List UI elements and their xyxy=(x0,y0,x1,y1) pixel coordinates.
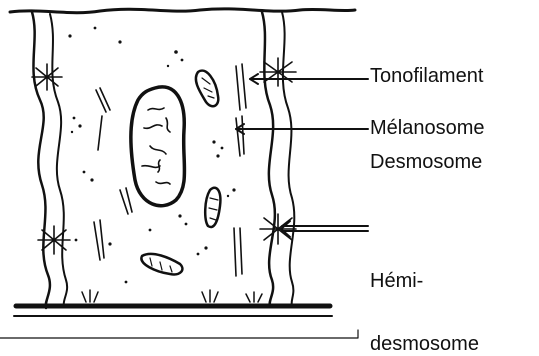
hemidesmosome-label-line2: desmosome xyxy=(370,334,479,354)
tonofilament-bundles xyxy=(94,64,246,276)
desmosome xyxy=(260,58,296,86)
left-membrane-inner xyxy=(50,14,67,306)
mitochondrion xyxy=(196,71,218,107)
desmosome xyxy=(38,226,70,254)
tonofilament-label: Tonofilament xyxy=(370,66,483,86)
desmosome xyxy=(32,64,62,90)
left-membrane xyxy=(32,12,50,308)
melanosome-label: Mélanosome xyxy=(370,118,485,138)
desmosome-label: Desmosome xyxy=(370,152,482,172)
right-membrane xyxy=(262,12,275,306)
melanosome-granules xyxy=(68,27,235,284)
nucleus-chromatin xyxy=(142,108,170,184)
mitochondrion xyxy=(205,188,220,227)
top-membrane xyxy=(10,9,355,13)
nucleus xyxy=(131,87,185,206)
desmosome xyxy=(260,214,296,244)
hemidesmosome-label-line1: Hémi- xyxy=(370,271,423,291)
right-membrane-outer xyxy=(282,12,294,306)
hemidesmosome xyxy=(82,290,262,302)
mitochondrion xyxy=(141,254,182,275)
hemidesmosome-bracket xyxy=(0,330,358,338)
